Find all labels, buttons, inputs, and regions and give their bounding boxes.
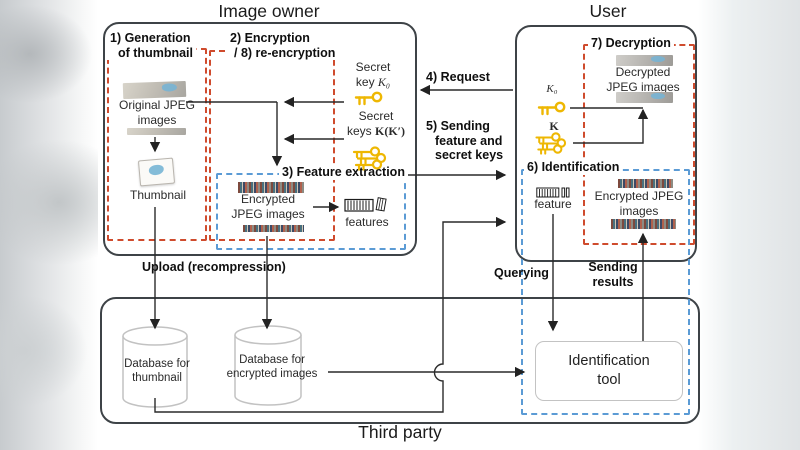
database-encrypted-cylinder-top — [234, 325, 302, 345]
encrypted-jpeg-label: Encrypted JPEG images — [231, 192, 305, 221]
features-icon — [344, 197, 387, 212]
decrypted-jpeg-label: Decrypted JPEG images — [606, 65, 680, 94]
thumbnail-label: Thumbnail — [129, 188, 187, 202]
image-owner-box — [103, 22, 417, 256]
right-gradient-margin — [698, 0, 800, 450]
arrow-keys-to-decrypted — [573, 108, 649, 144]
identification-tool-label-line1: Identification — [568, 353, 650, 369]
database-encrypted-label: Database for encrypted images — [226, 354, 318, 380]
request-label: 4) Request — [426, 70, 490, 84]
photo-speck — [651, 93, 666, 99]
step1-label: 1) Generation of thumbnail — [107, 31, 196, 60]
identification-tool-label-line2: tool — [597, 372, 621, 388]
left-gradient-margin — [0, 0, 98, 450]
user-encrypted-jpeg-icon-bottom — [611, 219, 676, 229]
original-jpeg-strip-icon — [127, 128, 186, 135]
querying-label: Querying — [494, 266, 549, 280]
original-jpeg-label: Original JPEG images — [118, 98, 196, 127]
step2-label: 2) Encryption / 8) re-encryption — [227, 31, 339, 60]
secret-keys-label: Secret keys K(K′) — [346, 109, 406, 138]
keys-bunch-icon — [535, 132, 567, 155]
step6-label: 6) Identification — [524, 160, 623, 175]
identification-tool-box: Identification tool — [535, 341, 683, 401]
secret-key-label: Secret key K₀ — [355, 60, 391, 89]
encrypted-jpeg-icon-top — [238, 182, 304, 193]
thumbnail-blob — [148, 164, 165, 176]
database-thumbnail-label: Database for thumbnail — [124, 358, 190, 384]
third-party-box — [100, 297, 700, 424]
key-icon — [354, 91, 383, 106]
key-icon — [537, 101, 566, 116]
user-encrypted-jpeg-label: Encrypted JPEG images — [594, 189, 684, 218]
upload-label: Upload (recompression) — [142, 260, 286, 274]
database-thumbnail-cylinder-top — [122, 326, 188, 346]
sending-results-label: Sending results — [588, 260, 638, 289]
user-box — [515, 25, 697, 262]
user-encrypted-jpeg-icon-top — [618, 179, 673, 188]
sending-feature-keys-label: 5) Sending feature and secret keys — [426, 119, 504, 162]
decrypted-jpeg-icon-bottom — [616, 92, 673, 103]
step7-label: 7) Decryption — [588, 36, 674, 51]
features-label: features — [345, 215, 389, 229]
feature-icon — [536, 187, 570, 198]
third-party-title: Third party — [358, 422, 442, 442]
photo-speck — [161, 83, 178, 92]
user-k0-label: K₀ — [546, 83, 558, 95]
feature-label: feature — [534, 197, 572, 211]
decrypted-jpeg-icon-top — [616, 55, 673, 66]
user-k-label: K — [549, 119, 559, 133]
user-title: User — [589, 1, 627, 21]
arrow-thumbnail-db-to-user — [154, 216, 507, 413]
original-jpeg-image-icon — [122, 80, 187, 100]
photo-speck — [651, 56, 666, 62]
encrypted-jpeg-icon-bottom — [243, 225, 304, 232]
keys-bunch-icon — [352, 146, 387, 171]
image-owner-title: Image owner — [218, 1, 320, 21]
database-encrypted-cylinder — [234, 335, 302, 406]
thumbnail-icon — [137, 157, 176, 187]
